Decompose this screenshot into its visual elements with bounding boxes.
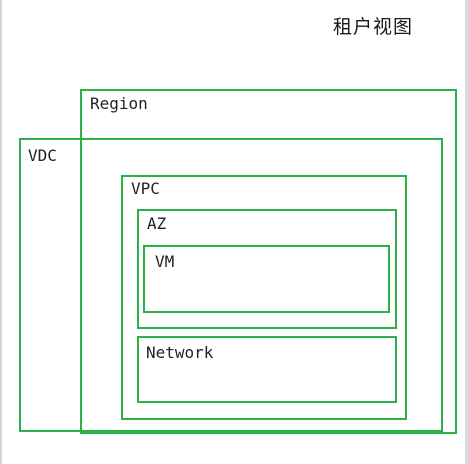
right-edge-divider	[465, 0, 469, 464]
vpc-box	[121, 175, 407, 420]
vm-label: VM	[155, 252, 175, 271]
vdc-box	[19, 138, 443, 432]
left-edge-divider	[0, 0, 2, 464]
network-box	[137, 336, 397, 403]
vpc-label: VPC	[131, 179, 160, 198]
region-box	[80, 89, 457, 434]
az-box	[137, 209, 397, 329]
page-title: 租户视图	[333, 16, 414, 38]
vdc-label: VDC	[28, 146, 57, 165]
network-label: Network	[146, 343, 214, 362]
region-label: Region	[90, 94, 148, 113]
az-label: AZ	[147, 214, 167, 233]
vm-box	[143, 245, 390, 313]
